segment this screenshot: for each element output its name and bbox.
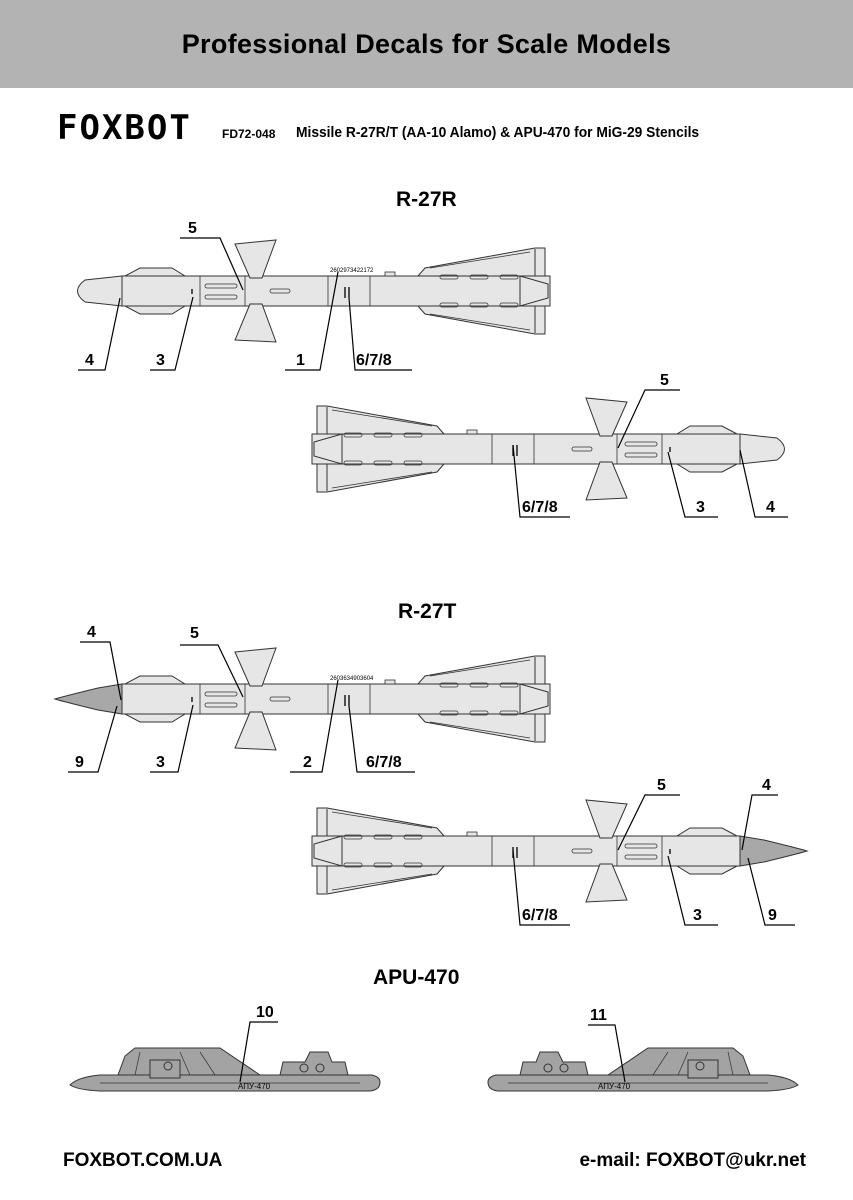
- section-title-apu470: APU-470: [373, 966, 460, 989]
- r27t-missile-right: [311, 799, 809, 903]
- callout-r27t-3: 3: [156, 754, 165, 771]
- header-banner: Professional Decals for Scale Models: [0, 0, 853, 88]
- callout-r27r-4: 4: [85, 352, 94, 369]
- r27r-missile-left: 2602973422172: [77, 239, 551, 343]
- callout-r27t-678: 6/7/8: [366, 754, 402, 771]
- callouts-r27t-bottom: [512, 794, 795, 926]
- callouts-apu: [239, 1021, 626, 1083]
- callout-r27t-b-5: 5: [657, 777, 666, 794]
- callouts-r27r-bottom: [512, 389, 788, 518]
- callout-r27t-b-9: 9: [768, 907, 777, 924]
- r27r-missile-right: [311, 397, 785, 501]
- callout-r27t-2: 2: [303, 754, 312, 771]
- product-code: FD72-048: [222, 127, 276, 141]
- callout-r27t-5: 5: [190, 625, 199, 642]
- callout-r27r-b-4: 4: [766, 499, 775, 516]
- callouts-r27r-top: [78, 237, 412, 371]
- section-title-r27t: R-27T: [398, 600, 457, 623]
- apu470-launcher-left: АПУ-470: [69, 1047, 381, 1092]
- callout-r27r-5: 5: [188, 220, 197, 237]
- footer-email: e-mail: FOXBOT@ukr.net: [579, 1150, 806, 1171]
- r27t-serial: 2603634903604: [330, 676, 374, 682]
- apu-label-right: АПУ-470: [598, 1082, 631, 1091]
- product-title: Missile R-27R/T (AA-10 Alamo) & APU-470 …: [296, 124, 700, 141]
- callout-r27t-b-678: 6/7/8: [522, 907, 558, 924]
- callout-r27r-1: 1: [296, 352, 305, 369]
- callout-r27r-b-678: 6/7/8: [522, 499, 558, 516]
- callout-r27t-b-4: 4: [762, 777, 771, 794]
- section-title-r27r: R-27R: [396, 188, 457, 211]
- callout-r27t-4: 4: [87, 624, 96, 641]
- callout-apu-10: 10: [256, 1004, 274, 1021]
- footer-website: FOXBOT.COM.UA: [63, 1150, 223, 1171]
- callout-r27r-3: 3: [156, 352, 165, 369]
- callout-r27t-9: 9: [75, 754, 84, 771]
- callout-apu-11: 11: [590, 1007, 607, 1024]
- callout-r27r-b-3: 3: [696, 499, 705, 516]
- foxbot-logo: FOXBOT: [57, 108, 192, 148]
- callout-r27t-b-3: 3: [693, 907, 702, 924]
- callouts-r27t-top: [68, 641, 415, 773]
- banner-title: Professional Decals for Scale Models: [181, 28, 672, 59]
- apu470-launcher-right: [487, 1047, 799, 1092]
- callout-r27r-678: 6/7/8: [356, 352, 392, 369]
- r27r-serial: 2602973422172: [330, 268, 374, 274]
- apu-label-left: АПУ-470: [238, 1082, 271, 1091]
- r27t-missile-left: 2603634903604: [53, 647, 551, 751]
- callout-r27r-b-5: 5: [660, 372, 669, 389]
